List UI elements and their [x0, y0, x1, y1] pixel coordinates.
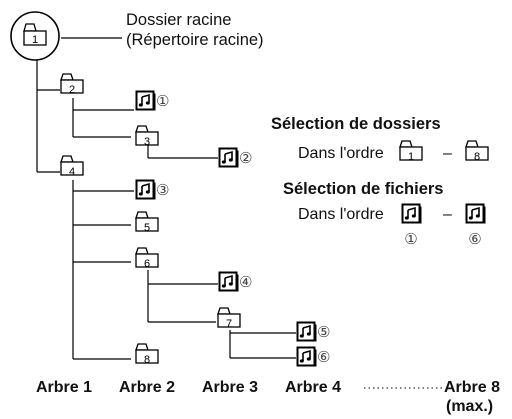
- folder-number: 4: [69, 166, 75, 178]
- level-label-arbre-1: Arbre 1: [36, 379, 93, 396]
- folder-number: 5: [144, 222, 150, 234]
- root-label-line2: (Répertoire racine): [126, 31, 264, 49]
- level-label-max: (max.): [446, 398, 494, 415]
- folder-icon-2: 2: [60, 73, 84, 96]
- music-file-icon-5: ⑤: [296, 321, 330, 342]
- music-file-icon-6: ⑥: [296, 346, 330, 367]
- root-folder-label: Dossier racine (Répertoire racine): [126, 10, 264, 50]
- level-label-arbre-4: Arbre 4: [285, 379, 342, 396]
- folder-range-dash: –: [443, 145, 452, 162]
- file-number: ①: [156, 93, 169, 110]
- file-order-label: Dans l'ordre: [298, 206, 384, 223]
- file-number: ⑤: [317, 324, 330, 341]
- folder-icon-6: 6: [135, 247, 159, 270]
- file-range-dash: –: [443, 206, 452, 223]
- file-number: ⑥: [317, 349, 330, 366]
- music-file-icon-4: ④: [218, 271, 252, 292]
- folder-selection-heading: Sélection de dossiers: [271, 115, 441, 133]
- legend-folder-last-icon: 8: [465, 140, 489, 163]
- level-label-arbre-8: Arbre 8: [444, 379, 501, 396]
- folder-icon-4: 4: [60, 155, 84, 178]
- folder-number: 2: [69, 84, 75, 96]
- file-number: ③: [156, 182, 169, 199]
- file-number: ②: [239, 150, 252, 167]
- svg-text:⑥: ⑥: [468, 231, 481, 248]
- legend-folder-first-icon: 1: [399, 140, 423, 163]
- folder-icon-5: 5: [135, 211, 159, 234]
- file-number: ④: [239, 274, 252, 291]
- folder-icon-7: 7: [217, 307, 241, 330]
- svg-text:8: 8: [474, 151, 480, 163]
- folder-number: 3: [144, 136, 150, 148]
- svg-text:①: ①: [404, 231, 417, 248]
- file-selection-heading: Sélection de fichiers: [283, 180, 444, 198]
- folder-order-label: Dans l'ordre: [298, 145, 384, 162]
- music-file-icon-2: ②: [218, 147, 252, 168]
- music-file-icon-1: ①: [135, 90, 169, 111]
- level-label-arbre-3: Arbre 3: [202, 379, 259, 396]
- root-folder-number: 1: [32, 34, 38, 46]
- legend-file-first-icon: ①: [401, 203, 422, 248]
- root-folder-icon: 1: [10, 11, 60, 61]
- folder-number: 7: [226, 318, 232, 330]
- level-label-arbre-2: Arbre 2: [119, 379, 176, 396]
- folder-icon-8: 8: [135, 343, 159, 366]
- folder-number: 8: [144, 354, 150, 366]
- folder-icon-3: 3: [135, 125, 159, 148]
- legend-file-last-icon: ⑥: [465, 203, 486, 248]
- root-label-line1: Dossier racine: [126, 11, 232, 29]
- folder-number: 6: [144, 258, 150, 270]
- tree-lines: [36, 37, 296, 360]
- music-file-icon-3: ③: [135, 179, 169, 200]
- svg-text:1: 1: [408, 151, 414, 163]
